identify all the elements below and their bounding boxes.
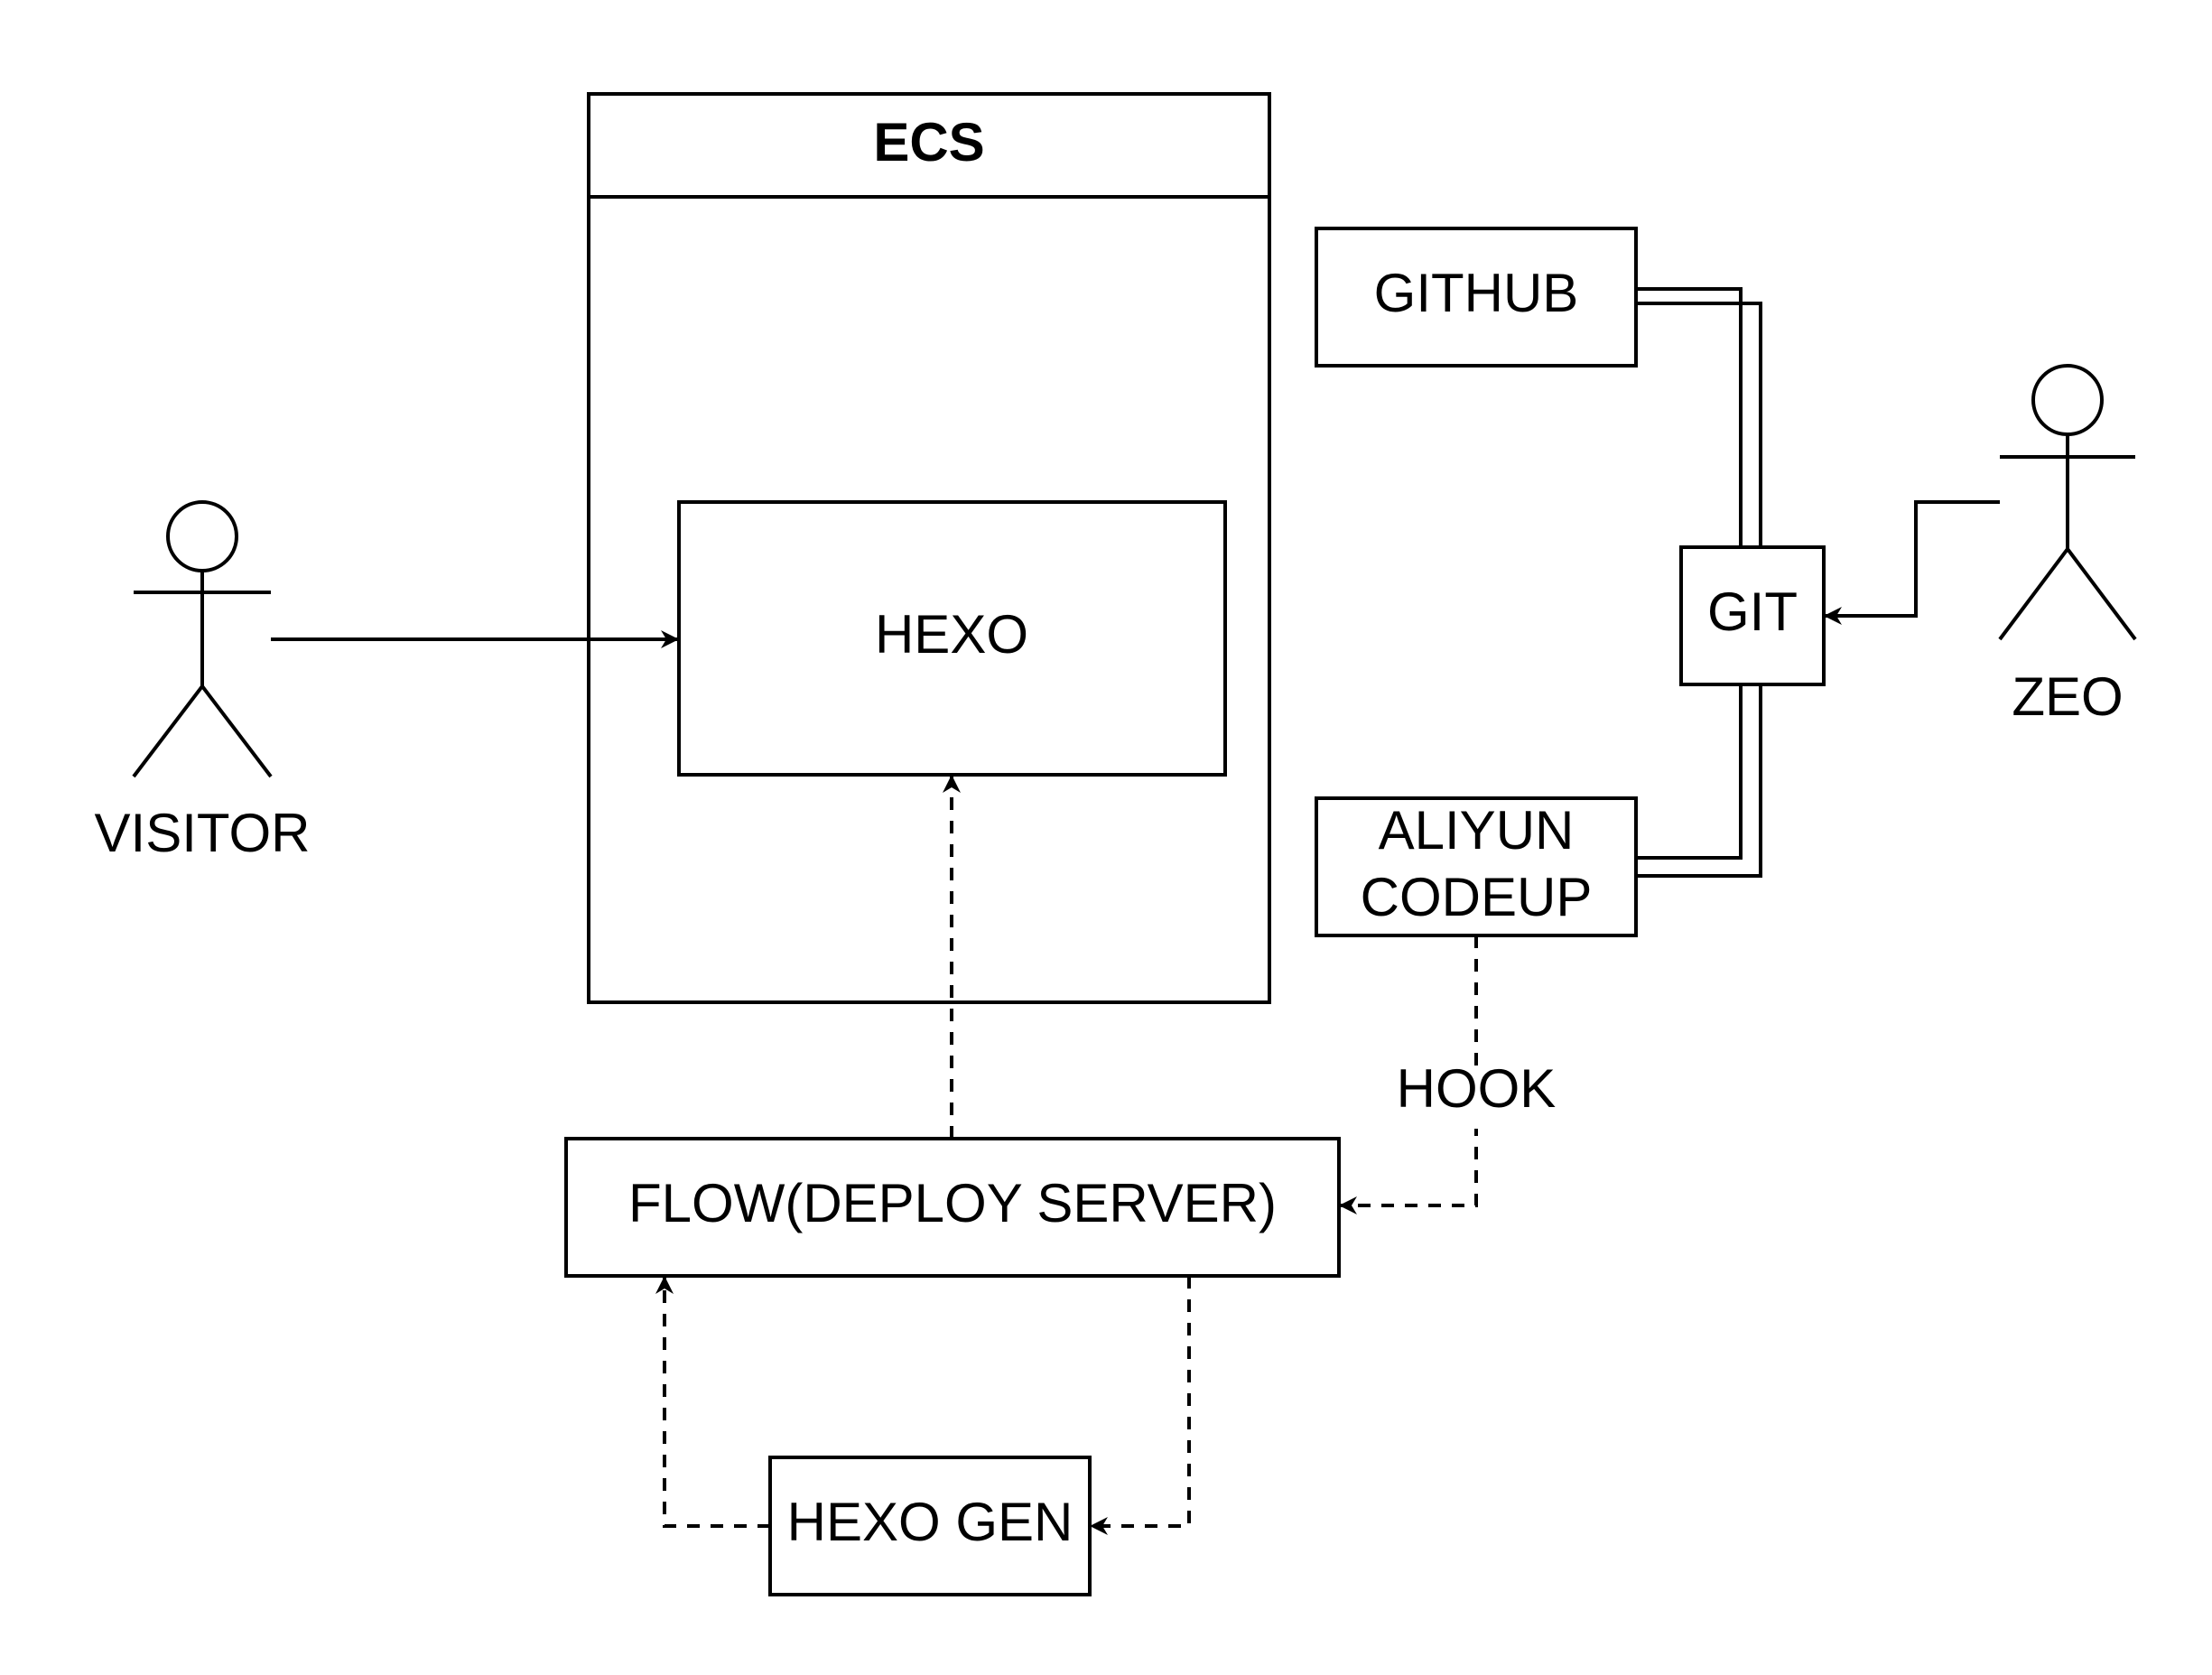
hexo-gen-to-flow-arrow — [655, 1276, 770, 1528]
zeo-right-leg — [2066, 547, 2137, 641]
git-label: GIT — [1707, 582, 1798, 642]
aliyun-label-line1: ALIYUN — [1379, 800, 1575, 861]
visitor-left-leg — [132, 684, 204, 778]
aliyun-codeup-box — [1315, 796, 1638, 937]
visitor-label: VISITOR — [95, 803, 311, 863]
visitor-actor: VISITOR — [95, 500, 311, 863]
zeo-to-git-arrow — [1824, 500, 2000, 625]
hexo-node: HEXO — [677, 500, 1227, 777]
github-git-line-a — [1636, 287, 1743, 547]
visitor-right-leg — [200, 684, 273, 778]
hook-label-bg — [1390, 1065, 1562, 1129]
hexo-gen-box — [768, 1456, 1092, 1596]
git-aliyun-line-b — [1636, 684, 1762, 878]
hexo-gen-label: HEXO GEN — [787, 1492, 1073, 1552]
zeo-left-leg — [1998, 547, 2069, 641]
git-node: GIT — [1679, 545, 1826, 686]
flow-node: FLOW(DEPLOY SERVER) — [564, 1137, 1341, 1278]
aliyun-codeup-node: ALIYUN CODEUP — [1315, 796, 1638, 937]
double-connectors — [1636, 287, 1762, 878]
aliyun-label-line2: CODEUP — [1361, 867, 1593, 927]
github-node: GITHUB — [1315, 227, 1638, 368]
zeo-label: ZEO — [2012, 666, 2123, 727]
ecs-title: ECS — [873, 112, 984, 172]
hexo-label: HEXO — [875, 604, 1028, 665]
aliyun-to-flow-arrow — [1339, 935, 1478, 1214]
github-label: GITHUB — [1374, 263, 1579, 323]
git-aliyun-line-a — [1636, 684, 1743, 860]
flow-label: FLOW(DEPLOY SERVER) — [628, 1173, 1277, 1233]
hook-label: HOOK — [1397, 1058, 1557, 1119]
github-git-line-b — [1636, 302, 1762, 547]
hexo-gen-node: HEXO GEN — [768, 1456, 1092, 1596]
zeo-head — [2031, 364, 2104, 436]
zeo-actor: ZEO — [1998, 364, 2137, 727]
visitor-head — [166, 500, 238, 572]
github-box — [1315, 227, 1638, 368]
flow-to-hexo-gen-arrow — [1090, 1276, 1191, 1535]
